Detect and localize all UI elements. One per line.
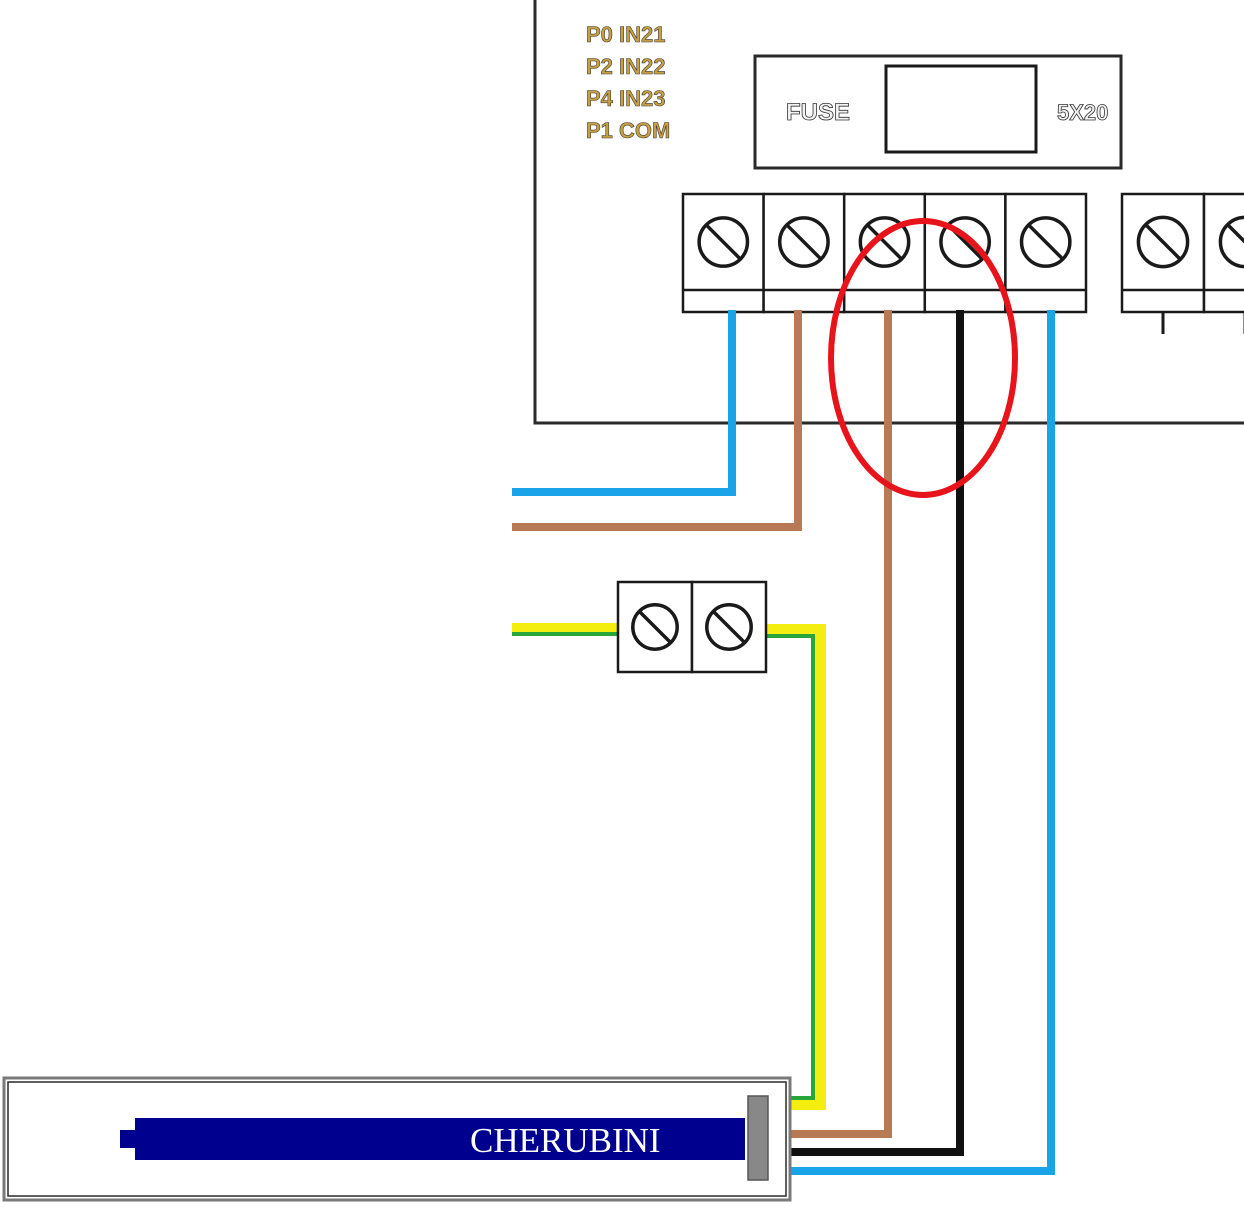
tubular-motor: CHERUBINI [2, 1076, 792, 1202]
pin-label-p1: P1 COM [586, 118, 670, 143]
terminal-right-screw-2 [1218, 215, 1244, 269]
wire-brown-left [512, 310, 802, 531]
motor-brand-label: CHERUBINI [470, 1121, 661, 1160]
pin-label-p0: P0 IN21 [586, 22, 666, 47]
terminal-main-screw-1-slot [705, 223, 742, 261]
terminal-earth-screw-1-slot [638, 610, 672, 644]
pin-label-p2: P2 IN22 [586, 54, 666, 79]
terminal-main-screw-2-slot [785, 223, 823, 261]
wire-blue-left [512, 310, 736, 496]
wire-blue-motor [790, 310, 1055, 1175]
control-box [533, 0, 1244, 425]
motor-end-cap [747, 1095, 769, 1181]
terminal-block-earth [616, 580, 768, 674]
terminal-main-screw-3-slot [866, 223, 903, 261]
terminal-right-screw-1-slot [1144, 223, 1182, 261]
wire-earth-right-green [766, 634, 815, 1100]
fuse-slot [884, 64, 1038, 154]
fuse-size-label: 5X20 [1057, 100, 1108, 125]
pin-label-p4: P4 IN23 [586, 86, 666, 111]
wire-black-motor [790, 310, 964, 1156]
terminal-right-screw-2-slot [1226, 223, 1244, 244]
terminal-block-right [1120, 192, 1244, 334]
terminal-block-main [681, 192, 1088, 314]
fuse-label: FUSE [786, 99, 850, 126]
terminal-main-screw-5-slot [1027, 223, 1064, 261]
terminal-earth-screw-2-slot [712, 610, 746, 644]
highlight-circle [828, 218, 1018, 498]
motor-body [120, 1118, 745, 1160]
terminal-main-cell-4 [923, 192, 1007, 314]
wire-earth-right-yellow [766, 624, 826, 1110]
wire-brown-motor [790, 310, 892, 1138]
wires [512, 310, 1055, 1175]
fuse-holder: FUSE 5X20 [753, 54, 1123, 170]
